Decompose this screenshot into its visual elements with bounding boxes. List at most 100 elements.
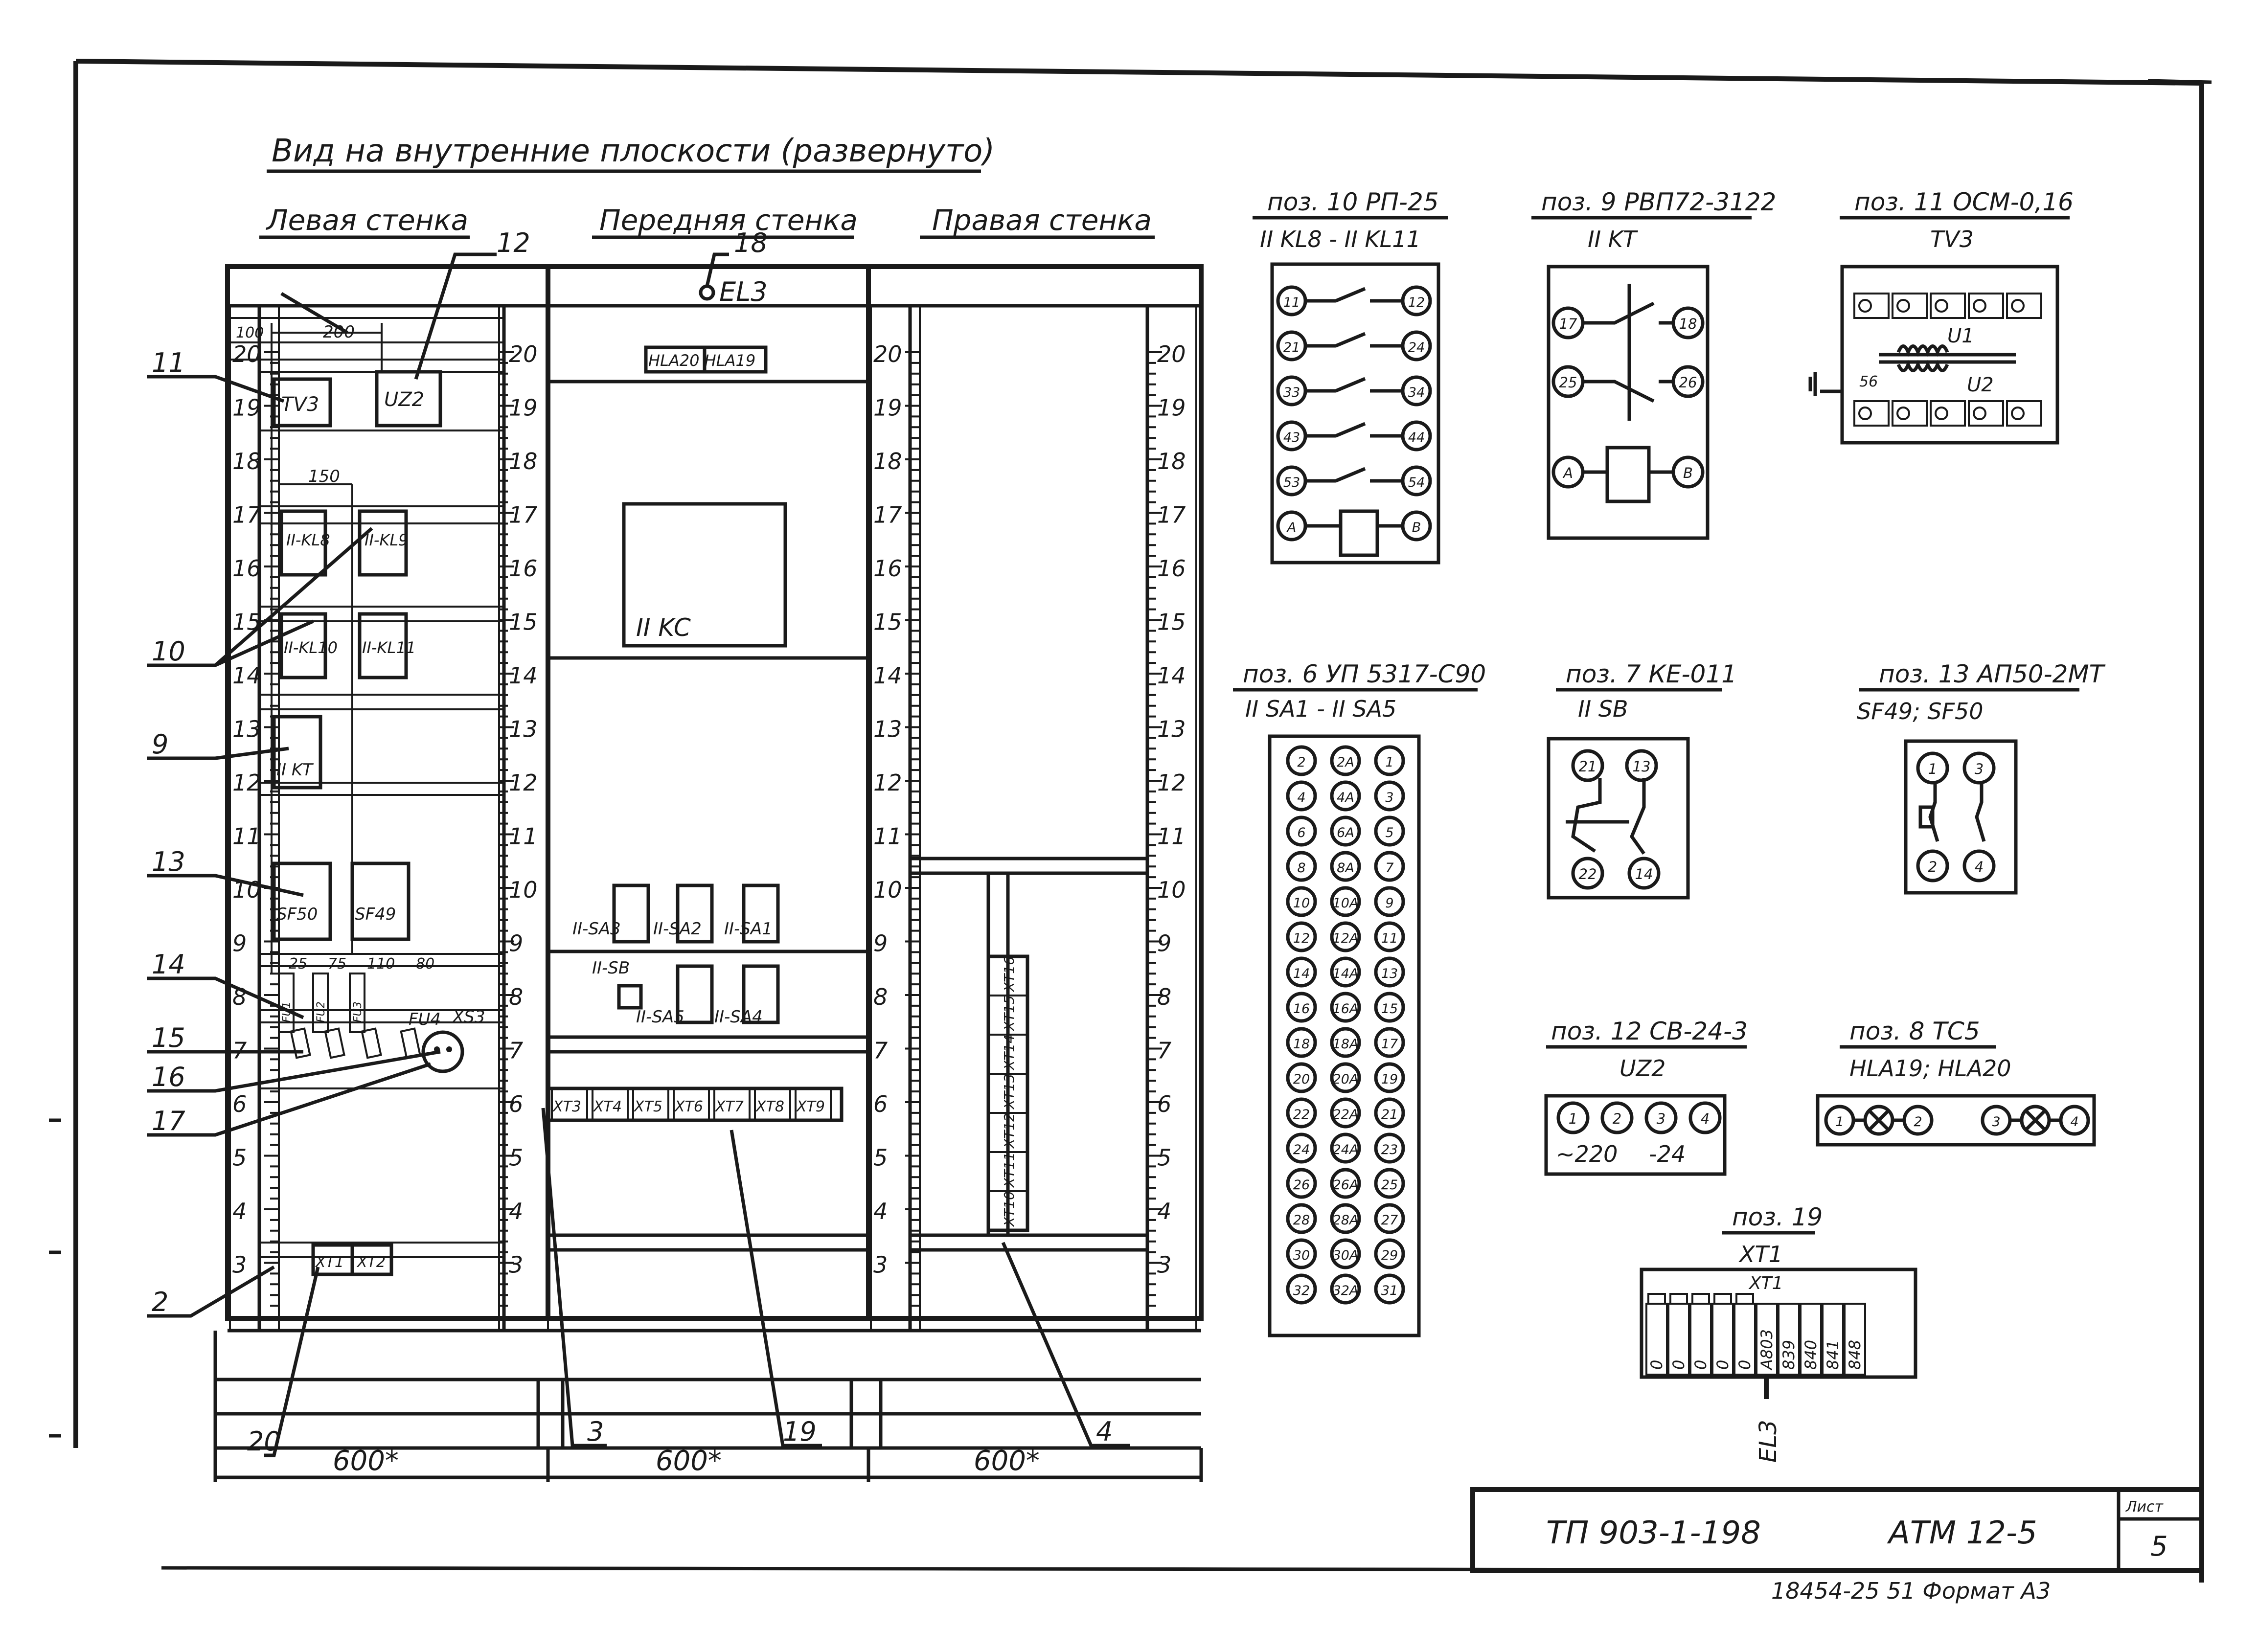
svg-text:EL3: EL3 (719, 276, 768, 307)
terminal-cell: 840 (1800, 1303, 1822, 1376)
scale-number: 14 (232, 662, 261, 689)
scale-number: 6 (873, 1091, 888, 1117)
scale-number: 12 (1157, 769, 1186, 796)
button-sb: II-SB (592, 958, 643, 1010)
scale-number: 9 (232, 930, 247, 957)
pin: 4 (1962, 849, 1996, 883)
terminal-cell: 0 (1689, 1293, 1712, 1376)
terminal-cell: 848 (1844, 1303, 1866, 1376)
svg-text:0: 0 (1713, 1360, 1732, 1370)
device-kt: II KT (272, 715, 322, 790)
device-kl9: II-KL9 (358, 509, 409, 577)
terminal-xt6: XT6 (673, 1087, 710, 1121)
svg-text:XT2: XT2 (356, 1254, 386, 1271)
pin: 3 (1644, 1101, 1678, 1134)
dim-110: 110 (367, 955, 395, 973)
svg-text:13: 13 (1381, 966, 1398, 981)
svg-text:24: 24 (1408, 340, 1425, 355)
scale-number: 12 (232, 769, 261, 796)
svg-text:2: 2 (1613, 1110, 1621, 1127)
scale-number: 5 (232, 1145, 247, 1171)
dim-100: 100 (236, 324, 264, 341)
scale-number: 5 (873, 1145, 888, 1171)
scale-number: 4 (1157, 1198, 1171, 1224)
pos7-sub: II SB (1578, 696, 1628, 722)
svg-text:1: 1 (1835, 1114, 1844, 1130)
svg-text:16A: 16A (1333, 1001, 1359, 1017)
scale-number: 18 (509, 448, 538, 475)
svg-text:7: 7 (1385, 860, 1393, 876)
svg-text:II-SB: II-SB (592, 958, 630, 978)
scale-number: 3 (509, 1252, 523, 1278)
svg-text:16: 16 (1293, 1001, 1310, 1017)
svg-text:26: 26 (1293, 1177, 1310, 1193)
lamp-el3: EL3 (699, 276, 768, 307)
pos8-sub: HLA19; HLA20 (1849, 1055, 2011, 1082)
svg-text:II-KL11: II-KL11 (362, 638, 416, 657)
device-uz2: UZ2 (375, 370, 442, 428)
svg-text:18: 18 (1679, 316, 1697, 332)
pin: 11 (1374, 921, 1405, 952)
pin: 4A (1330, 780, 1361, 812)
svg-text:II-SA4: II-SA4 (714, 1007, 763, 1027)
pos19-el3: EL3 (1755, 1420, 1782, 1463)
scale-number: 11 (1157, 823, 1186, 850)
pos19-label: XT1 (1748, 1273, 1783, 1293)
svg-text:22: 22 (1579, 866, 1597, 883)
pin: 5 (1374, 815, 1405, 847)
pos11-diagram: поз. 11 ОСМ-0,16 TV3 U1 U2 56 (1808, 188, 2074, 445)
pin: 18A (1330, 1027, 1361, 1058)
svg-text:26A: 26A (1333, 1177, 1359, 1193)
svg-text:5: 5 (1385, 825, 1393, 840)
svg-text:25: 25 (1559, 374, 1577, 391)
scale-number: 12 (509, 769, 538, 796)
svg-text:11: 11 (1381, 931, 1398, 946)
signal-lamps-hla: HLA20 HLA19 (644, 345, 768, 374)
svg-text:15: 15 (1381, 1001, 1398, 1017)
svg-text:0: 0 (1647, 1360, 1666, 1370)
pos13-sub: SF49; SF50 (1857, 698, 1984, 724)
svg-text:XT13: XT13 (1001, 1074, 1017, 1110)
svg-text:17: 17 (1559, 316, 1577, 332)
scale-number: 16 (873, 555, 902, 582)
svg-text:2: 2 (1928, 859, 1937, 875)
scale-number: 20 (873, 341, 902, 367)
switch-sa1: II-SA1 (724, 883, 780, 944)
scale-number: 15 (509, 609, 538, 635)
scale-number: 15 (1157, 609, 1186, 635)
pin: 2 (1916, 849, 1949, 883)
pin: 22 (1286, 1097, 1317, 1129)
pin: 3 (1981, 1105, 2012, 1136)
scale-number: 18 (1157, 448, 1186, 475)
callout-12: 12 (497, 227, 530, 258)
pos10-title: поз. 10 РП-25 (1267, 188, 1439, 216)
scale-number: 3 (873, 1252, 888, 1278)
dim-200: 200 (323, 322, 355, 342)
scale-number: 5 (1157, 1145, 1171, 1171)
fuse (400, 1027, 421, 1059)
svg-text:13: 13 (1633, 758, 1651, 775)
pin: 32 (1286, 1273, 1317, 1305)
stamp-bottom: 18454-25 51 Формат А3 (1771, 1578, 2051, 1604)
svg-text:26: 26 (1679, 374, 1697, 391)
front-wall-title: Передняя стенка (599, 204, 858, 237)
svg-text:XT12: XT12 (1001, 1113, 1017, 1149)
scale-number: 10 (873, 877, 902, 903)
pin: 20A (1330, 1062, 1361, 1093)
device-kl11: II-KL11 (358, 612, 416, 679)
pin: 20 (1286, 1062, 1317, 1093)
scale-number: 20 (232, 341, 261, 367)
pos9-sub: II KT (1588, 226, 1639, 252)
scale-number: 20 (509, 341, 538, 367)
svg-text:10: 10 (1293, 896, 1310, 911)
pin: 21 (1374, 1097, 1405, 1129)
svg-text:22A: 22A (1333, 1107, 1359, 1122)
svg-text:22: 22 (1293, 1107, 1310, 1122)
terminal-xt11: XT11 (987, 1151, 1028, 1192)
